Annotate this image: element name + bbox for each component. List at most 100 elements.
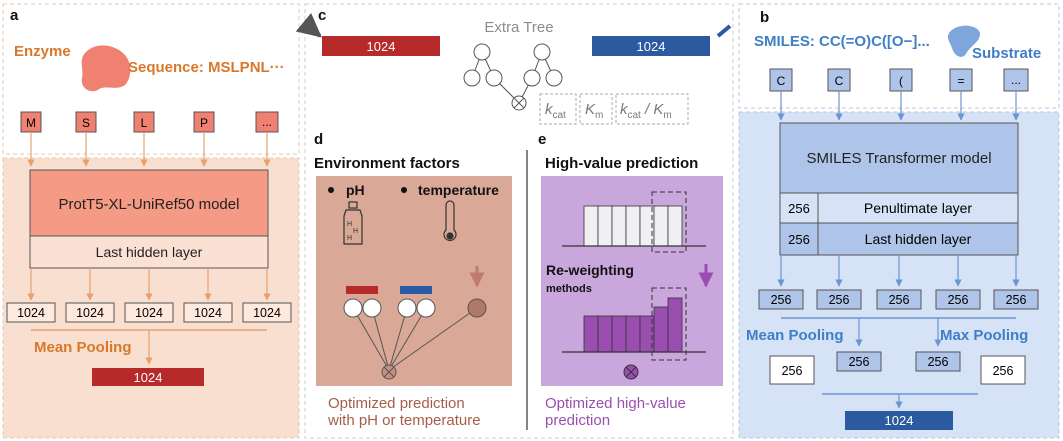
mean-pooling-label: Mean Pooling <box>34 339 132 356</box>
substrate-output-label: 1024 <box>885 413 914 428</box>
tree-node <box>485 69 503 87</box>
target-box-kcat <box>539 93 577 125</box>
feature-vector-label: 1024 <box>253 306 281 320</box>
substrate-shape-icon <box>947 25 980 57</box>
env-caption-line1: Optimized prediction <box>328 395 465 412</box>
tree-node <box>416 298 436 318</box>
histogram-bar <box>611 315 627 353</box>
feature-vector-label: 1024 <box>194 306 222 320</box>
feature-vector-label: 1024 <box>76 306 104 320</box>
reweighting-label: Re-weighting <box>546 262 634 278</box>
pooled-vector-label: 256 <box>849 355 870 369</box>
panel-cde-frame <box>304 3 734 439</box>
residue-token-label: P <box>200 116 208 130</box>
environment-panel-bg <box>316 176 512 386</box>
residue-token-label: ... <box>262 115 272 129</box>
panel-a-letter: a <box>10 7 19 24</box>
residue-token-label: L <box>141 116 148 130</box>
panel-e-letter: e <box>538 131 546 148</box>
smiles-label: SMILES: CC(=O)C([O−]... <box>754 33 930 50</box>
panel-cde: c Extra Tree 1024 1024 kcat Km kca <box>295 3 734 439</box>
smiles-token-label: = <box>957 74 964 88</box>
feature-vectors-256: 256 256 256 256 256 <box>758 289 1039 310</box>
hv-caption-line1: Optimized high-value <box>545 395 686 412</box>
smiles-transformer-label: SMILES Transformer model <box>806 150 991 167</box>
histogram-bar <box>597 315 613 353</box>
pooled-vector-label: 256 <box>993 364 1014 378</box>
top-highlight-box <box>651 191 687 253</box>
histogram-bar <box>653 306 669 353</box>
tree-node <box>533 43 551 61</box>
reweighting-methods-label: methods <box>546 283 592 295</box>
histogram-bar <box>653 205 669 247</box>
hidden-to-feature-arrows <box>777 255 1020 287</box>
last-hidden-layer-label: Last hidden layer <box>96 244 203 260</box>
panel-a-top-frame <box>2 3 300 155</box>
enzyme-label: Enzyme <box>14 43 71 60</box>
enzyme-output-label: 1024 <box>134 370 163 385</box>
extra-tree-title: Extra Tree <box>484 19 553 36</box>
smiles-tokens: C C ( = ... <box>769 68 1029 92</box>
feature-vector <box>183 302 233 323</box>
residue-token-label: M <box>26 116 36 130</box>
histogram-bar <box>625 205 641 247</box>
env-factor-node <box>467 298 487 318</box>
residue-tokens: M S L P ... <box>20 111 279 133</box>
sequence-label: Sequence: MSLPNL··· <box>128 59 285 76</box>
max-pooling-label: Max Pooling <box>940 327 1028 344</box>
pooled-vector <box>769 355 815 385</box>
smiles-token-label: ( <box>899 74 903 88</box>
histogram-bar <box>583 205 599 247</box>
pooled-vector-label: 256 <box>928 355 949 369</box>
panel-a: a Enzyme Sequence: MSLPNL··· M S L P ...… <box>2 3 300 439</box>
high-value-title: High-value prediction <box>545 155 698 172</box>
pooled-vector <box>915 351 961 372</box>
target-box-km <box>579 93 613 125</box>
feature-vector <box>124 302 174 323</box>
smiles-token-label: C <box>835 74 844 88</box>
env-tree-diagram <box>343 298 487 380</box>
residue-token-label: S <box>82 116 90 130</box>
bullet-icon <box>328 187 334 193</box>
enzyme-input-label: 1024 <box>367 39 396 54</box>
feature-vector <box>993 289 1039 310</box>
right-input-arrow <box>716 24 732 38</box>
feature-vector-label: 1024 <box>17 306 45 320</box>
pooled-vector-label: 256 <box>782 364 803 378</box>
pooled-vector <box>836 351 882 372</box>
temperature-label: temperature <box>418 182 499 198</box>
histogram-bar <box>667 205 683 247</box>
feature-vector-label: 256 <box>889 293 910 307</box>
svg-text:H: H <box>353 228 358 235</box>
feature-vector-label: 1024 <box>135 306 163 320</box>
feature-vector <box>242 302 292 323</box>
penultimate-layer-box <box>779 192 1019 224</box>
smiles-token-label: C <box>777 74 786 88</box>
substrate-label: Substrate <box>972 45 1041 62</box>
feature-vector-label: 256 <box>1006 293 1027 307</box>
pooled-vectors: 256 256 256 256 <box>769 351 1026 385</box>
env-enzyme-bar <box>346 286 378 294</box>
feature-vector <box>758 289 804 310</box>
target-boxes: kcat Km kcat / Km <box>539 93 689 125</box>
extra-tree-diagram <box>463 43 563 111</box>
feature-vector <box>935 289 981 310</box>
target-kcat-km: kcat / Km <box>620 101 672 121</box>
top-histogram <box>583 205 683 247</box>
feature-vector-label: 256 <box>829 293 850 307</box>
tree-node <box>463 69 481 87</box>
pooled-vector <box>980 355 1026 385</box>
panel-c-letter: c <box>318 7 326 24</box>
tree-node <box>397 298 417 318</box>
enzyme-input-vector <box>322 36 440 56</box>
feature-vector <box>816 289 862 310</box>
substrate-input-label: 1024 <box>637 39 666 54</box>
enzyme-shape-icon <box>81 45 131 92</box>
env-caption-line2: with pH or temperature <box>327 412 481 429</box>
mean-pooling-label: Mean Pooling <box>746 327 844 344</box>
ph-label: pH <box>346 182 365 198</box>
bottle-icon: H H H <box>343 201 363 245</box>
feature-vector <box>6 302 56 323</box>
panel-b: b SMILES: CC(=O)C([O−]... Substrate C C … <box>738 3 1060 439</box>
histogram-bar <box>667 297 683 353</box>
